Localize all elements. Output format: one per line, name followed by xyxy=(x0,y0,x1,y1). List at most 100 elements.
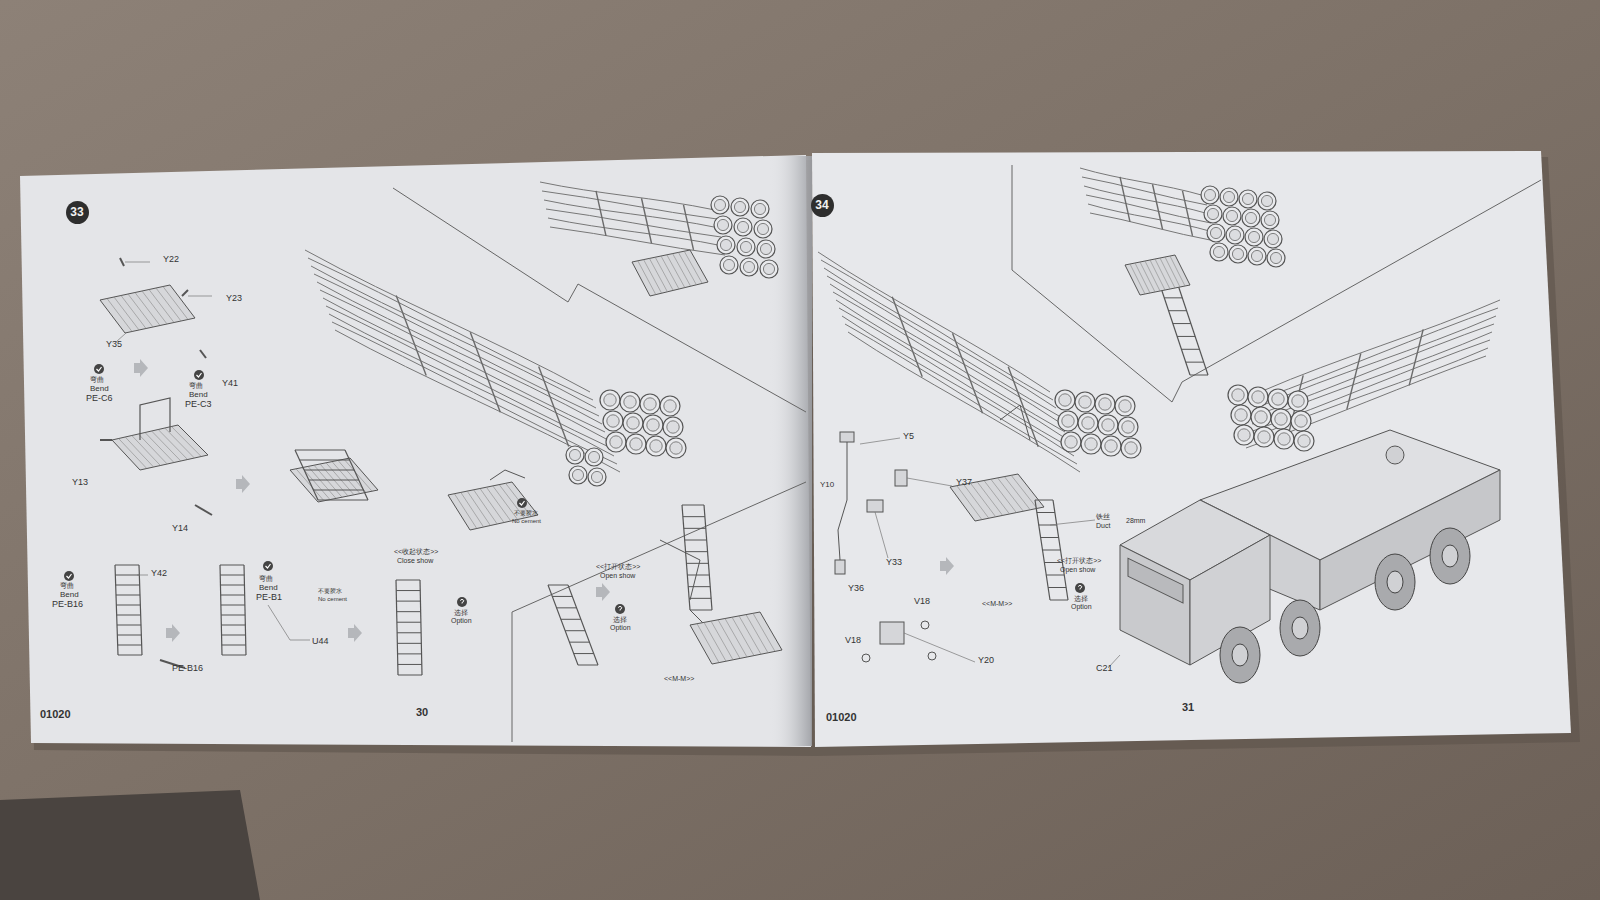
page-gutter xyxy=(770,156,812,746)
part-label: <<打开状态>> xyxy=(1057,557,1101,565)
ladder-rail xyxy=(682,505,690,610)
launch-tube xyxy=(848,332,1080,472)
platform-hatch xyxy=(156,288,181,321)
platform-hatch xyxy=(1011,475,1037,508)
ladder-rail xyxy=(345,450,368,500)
option-mark xyxy=(460,599,464,603)
tube-muzzle xyxy=(1248,247,1266,265)
tube-clamp xyxy=(892,297,922,377)
truck-wheel xyxy=(1375,554,1415,610)
step-arrow xyxy=(236,475,250,493)
tube-muzzle xyxy=(569,466,587,484)
tube-bore xyxy=(1251,250,1262,261)
truck-chassis xyxy=(1320,470,1500,610)
tube-bore xyxy=(1062,415,1074,427)
bend-icon xyxy=(517,498,527,508)
part-label: No cement xyxy=(318,596,347,603)
part-block xyxy=(835,560,845,574)
ladder-rung xyxy=(396,590,420,591)
ladder-rail xyxy=(1178,285,1208,375)
part-label: V18 xyxy=(845,636,861,646)
part-label: PE-B16 xyxy=(52,600,83,610)
launch-tube xyxy=(1258,308,1498,400)
tube-clamp xyxy=(470,332,500,412)
tube-muzzle xyxy=(720,256,738,274)
tube-bore xyxy=(604,394,616,406)
tube-bore xyxy=(1082,417,1094,429)
page-footer-text: 01020 xyxy=(40,708,71,720)
part-label: 弯曲 xyxy=(60,582,74,590)
part-pin xyxy=(100,439,112,441)
ladder-rung xyxy=(1177,336,1195,337)
tube-muzzle xyxy=(754,220,772,238)
ladder-rail xyxy=(1160,285,1190,375)
part-label: Bend xyxy=(90,385,109,394)
tube-bore xyxy=(1125,442,1137,454)
tube-bore xyxy=(610,436,622,448)
option-icon xyxy=(615,604,625,614)
bend-icon xyxy=(64,571,74,581)
tube-clamp xyxy=(1409,329,1423,385)
ladder-rail xyxy=(244,565,246,655)
ladder-rung xyxy=(221,595,245,596)
tube-clamp xyxy=(1153,184,1163,229)
ladder-rung xyxy=(116,595,140,596)
part-label: 弯曲 xyxy=(90,376,104,384)
panel-divider xyxy=(512,482,806,742)
tube-bore xyxy=(1085,438,1097,450)
platform-hatch xyxy=(984,481,1010,515)
ladder-rail xyxy=(220,565,222,655)
part-label: PE-B1 xyxy=(256,593,282,603)
tube-bore xyxy=(1232,248,1243,259)
tube-muzzle xyxy=(600,390,620,410)
platform-hatch xyxy=(145,433,174,463)
launch-tube xyxy=(1250,340,1490,432)
tube-clamp xyxy=(1347,353,1361,409)
ladder-rung xyxy=(115,565,139,566)
ladder-rung xyxy=(398,664,422,665)
tube-muzzle xyxy=(1095,394,1115,414)
ladder-rung xyxy=(396,580,420,581)
platform-hatch xyxy=(753,613,775,651)
part-label: 选择 xyxy=(613,616,627,624)
option-mark xyxy=(1078,585,1082,589)
platform-hatch xyxy=(332,462,360,494)
platform-hatch xyxy=(171,427,201,457)
platform-hatch xyxy=(344,459,372,491)
railing xyxy=(140,398,170,440)
ladder-rung xyxy=(565,630,585,631)
part-pin xyxy=(120,258,124,266)
launch-tube xyxy=(1080,168,1205,196)
ladder-rail xyxy=(568,585,598,665)
tube-bore xyxy=(714,199,725,210)
bend-icon xyxy=(194,370,204,380)
truck-wheel xyxy=(1280,600,1320,656)
part-label: PE-B16 xyxy=(172,664,203,674)
tube-muzzle xyxy=(1118,417,1138,437)
tube-bore xyxy=(591,471,602,482)
part-label: V18 xyxy=(914,597,930,607)
tube-bore xyxy=(743,261,754,272)
duct-wire xyxy=(838,442,847,560)
platform-hatch xyxy=(1004,477,1030,510)
ladder-rung xyxy=(221,605,245,606)
step-platform xyxy=(632,250,708,296)
tube-muzzle xyxy=(1201,186,1219,204)
tube-bore xyxy=(1255,411,1267,423)
launch-tube xyxy=(1254,324,1494,416)
ladder-rail xyxy=(548,585,578,665)
tube-bore xyxy=(650,440,662,452)
ladder-rung xyxy=(117,615,141,616)
wheel-hub xyxy=(1292,617,1308,639)
bend-icon xyxy=(94,364,104,374)
strut xyxy=(660,540,700,600)
ladder-rung xyxy=(689,598,711,599)
ladder-rung xyxy=(318,500,368,501)
tube-muzzle xyxy=(740,258,758,276)
ladder-rung xyxy=(682,505,704,506)
part-label: Open show xyxy=(1060,566,1095,574)
tube-clamp xyxy=(539,366,569,446)
tube-muzzle xyxy=(760,260,778,278)
tube-muzzle xyxy=(1268,389,1288,409)
option-icon xyxy=(457,597,467,607)
